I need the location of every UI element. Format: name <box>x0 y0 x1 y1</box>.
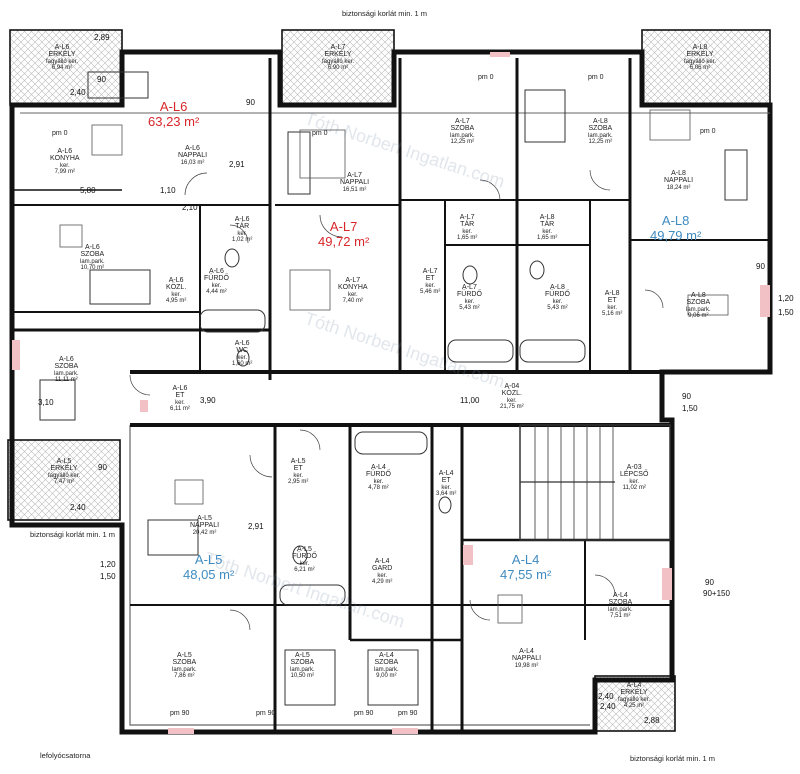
dimension: 90+150 <box>703 589 730 598</box>
level-label: pm 0 <box>478 74 494 81</box>
dimension: 90 <box>98 463 107 472</box>
level-label: pm 0 <box>52 130 68 137</box>
fixtures <box>39 71 748 706</box>
dimension: 2,40 <box>598 692 614 701</box>
dimension: 2,10 <box>182 203 198 212</box>
level-label: pm 0 <box>312 130 328 137</box>
dimension: 1,50 <box>100 572 116 581</box>
dimension: 1,50 <box>778 308 794 317</box>
level-label: pm 0 <box>700 128 716 135</box>
furniture <box>59 109 729 624</box>
dimension: 2,40 <box>70 503 86 512</box>
dimension: 2,91 <box>248 522 264 531</box>
dimension: 90 <box>705 578 714 587</box>
dimension: 1,50 <box>682 404 698 413</box>
dimension: 1,20 <box>100 560 116 569</box>
dimension: 3,90 <box>200 396 216 405</box>
railing-note-left: biztonsági korlát min. 1 m <box>30 530 116 539</box>
dimension: 3,10 <box>38 398 54 407</box>
dimension: 90 <box>246 98 255 107</box>
dimension: 2,40 <box>70 88 86 97</box>
dimension: 11,00 <box>460 396 480 405</box>
railing-note-bottom: biztonsági korlát min. 1 m <box>630 754 716 763</box>
outer-walls <box>9 49 773 735</box>
dimension: 90 <box>682 392 691 401</box>
dimension: 2,40 <box>600 702 616 711</box>
level-label: pm 90 <box>398 710 418 717</box>
railing-note-top: biztonsági korlát min. 1 m <box>342 9 428 18</box>
balconies <box>7 29 771 732</box>
level-label: pm 90 <box>256 710 276 717</box>
level-label: pm 90 <box>354 710 374 717</box>
dimension: 1,10 <box>160 186 176 195</box>
dimension: 5,80 <box>80 186 96 195</box>
level-label: pm 90 <box>170 710 190 717</box>
dimension: 2,88 <box>644 716 660 725</box>
dimension: 1,20 <box>778 294 794 303</box>
dimension: 90 <box>97 75 106 84</box>
gutter-note: lefolyócsatorna <box>40 751 91 760</box>
door-swings <box>129 169 664 631</box>
dimension: 2,89 <box>94 33 110 42</box>
red-markers <box>12 52 770 734</box>
dimension: 90 <box>756 262 765 271</box>
dimension: 2,91 <box>229 160 245 169</box>
level-label: pm 0 <box>588 74 604 81</box>
staircase <box>519 424 671 541</box>
